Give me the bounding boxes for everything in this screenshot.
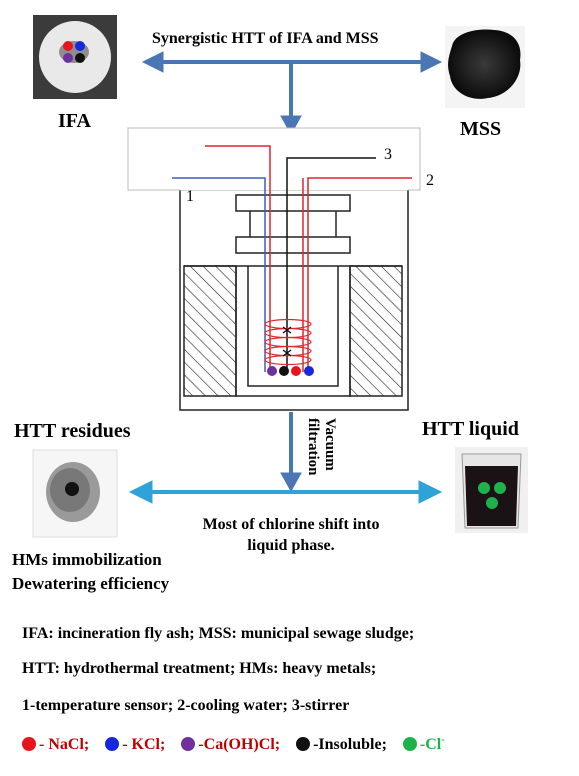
residues-title: HTT residues [14, 420, 131, 442]
dewatering-efficiency: Dewatering efficiency [12, 574, 170, 593]
ifa-kcl-dot [75, 41, 85, 51]
liquid-beaker-photo [455, 447, 528, 533]
filtration-word-filtration: filtration [305, 418, 321, 476]
legend-nacl: - NaCl; [22, 736, 89, 753]
nacl-dot [22, 737, 36, 752]
filtration-label: Vacuum filtration [298, 418, 338, 496]
reactor [127, 127, 421, 411]
color-legend: - NaCl; - KCl; -Ca(OH)Cl; -Insoluble; -C… [22, 735, 457, 754]
cooling-number: 2 [426, 172, 434, 189]
process-title: Synergistic HTT of IFA and MSS [152, 30, 379, 47]
liquid-title: HTT liquid [422, 418, 519, 440]
component-note: 1-temperature sensor; 2-cooling water; 3… [22, 697, 350, 714]
ifa-caohcl-dot [63, 53, 73, 63]
ifa-label: IFA [58, 110, 91, 132]
legend-kcl-text: - KCl; [122, 736, 166, 754]
legend-chloride: -Cl- [402, 735, 445, 754]
legend-caohcl: -Ca(OH)Cl; [181, 736, 280, 753]
residue-benefits: HMs immobilization Dewatering efficiency [12, 548, 169, 596]
legend-insoluble-text: -Insoluble; [313, 736, 387, 754]
legend-caohcl-text: -Ca(OH)Cl; [198, 736, 281, 754]
insoluble-dot [296, 737, 311, 752]
mss-photo [445, 26, 525, 108]
hms-immobilization: HMs immobilization [12, 550, 162, 569]
ifa-nacl-dot [63, 41, 73, 51]
reactor-particles [267, 366, 314, 376]
abbrev-note-1: IFA: incineration fly ash; MSS: municipa… [22, 625, 415, 642]
chlorine-shift-note: Most of chlorine shift into liquid phase… [178, 514, 404, 556]
chlorine-shift-line1: Most of chlorine shift into [202, 516, 380, 533]
legend-chloride-sup: - [441, 735, 445, 746]
filtration-word-vacuum: Vacuum [322, 418, 338, 471]
heating-coil [264, 318, 312, 366]
stirrer-blades [282, 326, 292, 357]
chlorine-shift-line2: liquid phase. [247, 537, 335, 554]
mss-label: MSS [460, 118, 502, 140]
chloride-dot [402, 737, 417, 752]
legend-insoluble: -Insoluble; [296, 736, 387, 753]
caohcl-dot [181, 737, 196, 752]
kcl-dot [105, 737, 120, 752]
abbrev-note-2: HTT: hydrothermal treatment; HMs: heavy … [22, 660, 377, 677]
residues-photo [32, 449, 118, 538]
top-arrows [141, 51, 443, 136]
reactor-wires [172, 145, 412, 372]
legend-chloride-text: -Cl [419, 736, 442, 754]
legend-kcl: - KCl; [105, 736, 165, 753]
legend-nacl-text: - NaCl; [39, 736, 90, 754]
stirrer-number: 3 [384, 146, 392, 163]
filtration-arrow [280, 412, 302, 493]
sensor-number: 1 [186, 188, 194, 205]
ifa-insoluble-dot [75, 53, 85, 63]
bottom-arrow [128, 480, 443, 504]
ifa-photo [33, 15, 117, 99]
